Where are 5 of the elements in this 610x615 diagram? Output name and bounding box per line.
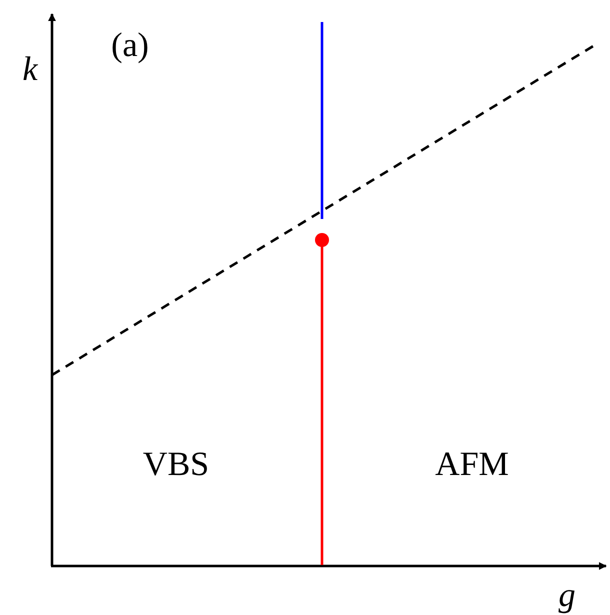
axis-label: k xyxy=(22,53,38,87)
phase-label: VBS xyxy=(142,448,210,482)
panel-label: (a) xyxy=(111,29,149,63)
phase-label: AFM xyxy=(435,448,509,482)
axis-label: g xyxy=(558,579,576,613)
